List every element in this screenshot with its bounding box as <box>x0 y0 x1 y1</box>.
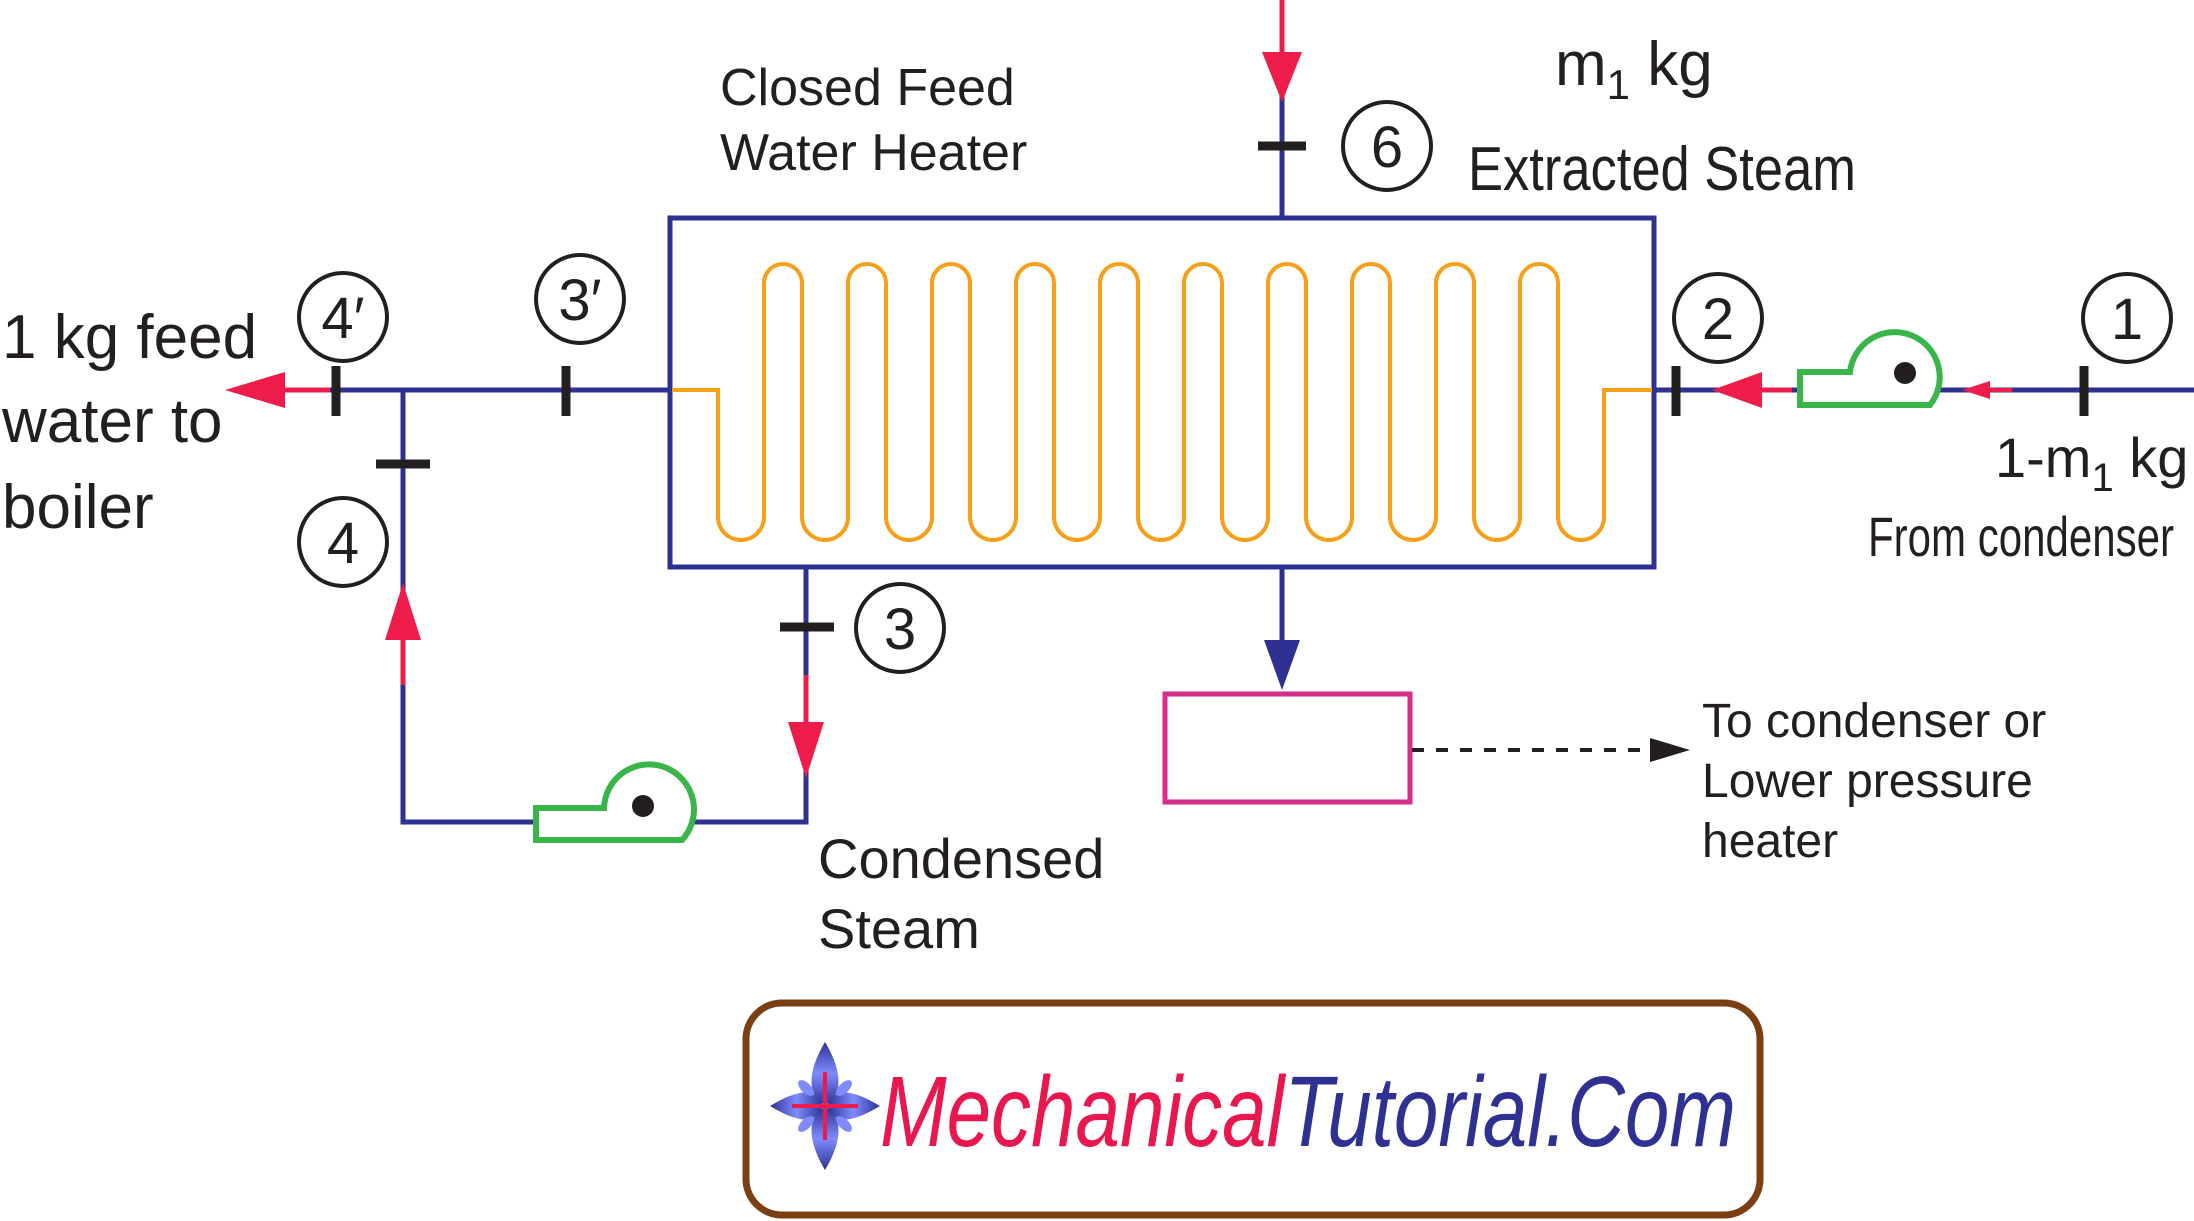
extracted-mass-label: m1 kg <box>1555 30 1713 108</box>
to-condenser-label-line2: Lower pressure <box>1702 755 2033 808</box>
state-point-4-number: 4 <box>327 511 359 576</box>
state-point-1-number: 1 <box>2111 287 2143 352</box>
pump1-discharge-arrowhead <box>1712 372 1762 408</box>
condenser-mass-label: 1-m1 kg <box>1995 426 2188 500</box>
logo-text: MechanicalTutorial.Com <box>880 1056 1736 1168</box>
pump-2-hub <box>632 795 654 817</box>
state-point-labels: 6 2 1 3′ 4′ 4 3 <box>297 100 2173 674</box>
flower-star-icon <box>770 1042 880 1170</box>
state-point-4: 4 <box>297 496 389 588</box>
feed-water-label-line2: water to <box>1 387 223 456</box>
heater-shell <box>667 215 1657 570</box>
state-point-4-prime-number: 4′ <box>321 286 364 351</box>
state-point-6-number: 6 <box>1371 115 1403 180</box>
heater-coil <box>672 262 1652 542</box>
state-point-2: 2 <box>1672 272 1764 364</box>
from-condenser-label: From condenser <box>1868 505 2174 568</box>
logo-frame <box>742 999 1764 1219</box>
to-condenser-label-line1: To condenser or <box>1702 695 2046 748</box>
diagram-labels: Closed Feed Water Heater m1 kg Extracted… <box>1 30 2188 960</box>
pump-2 <box>533 761 697 843</box>
state-point-4-prime: 4′ <box>297 271 389 363</box>
trap-inlet-arrowhead <box>1264 640 1300 690</box>
drain-flow-arrowhead <box>788 722 824 778</box>
pump-1 <box>1797 329 1943 408</box>
extracted-steam-label: Extracted Steam <box>1468 135 1856 204</box>
pump-1-body <box>1797 329 1943 408</box>
state-point-3-number: 3 <box>884 597 916 662</box>
condenser-inlet-arrowhead <box>1962 381 1990 399</box>
heater-title-line1: Closed Feed <box>720 59 1015 117</box>
site-logo: MechanicalTutorial.Com <box>742 999 1764 1219</box>
condensed-steam-label-line2: Steam <box>818 897 980 960</box>
state-point-6: 6 <box>1341 100 1433 192</box>
state-point-3-prime-number: 3′ <box>558 268 601 333</box>
return-flow-arrowhead <box>385 583 421 640</box>
condensed-steam-label-line1: Condensed <box>818 827 1104 890</box>
state-point-3: 3 <box>854 582 946 674</box>
heater-title-line2: Water Heater <box>720 124 1027 182</box>
logo-text-part1: Mechanical <box>880 1056 1287 1168</box>
trap-outlet-arrowhead <box>1650 738 1690 762</box>
extraction-flow-arrowhead <box>1262 52 1302 102</box>
flow-arrows <box>225 0 2012 778</box>
state-point-2-number: 2 <box>1702 287 1734 352</box>
pump-2-body <box>533 761 697 843</box>
pump-1-hub <box>1894 362 1916 384</box>
state-point-3-prime: 3′ <box>534 253 626 345</box>
state-point-markers <box>331 141 2089 632</box>
to-condenser-label-line3: heater <box>1702 815 1838 868</box>
feed-water-label-line3: boiler <box>2 473 154 542</box>
steam-trap <box>1162 691 1413 805</box>
state-point-1: 1 <box>2081 272 2173 364</box>
logo-text-part2: Tutorial.Com <box>1284 1056 1736 1168</box>
feed-water-label-line1: 1 kg feed <box>2 303 257 372</box>
boiler-flow-arrowhead <box>225 372 285 408</box>
